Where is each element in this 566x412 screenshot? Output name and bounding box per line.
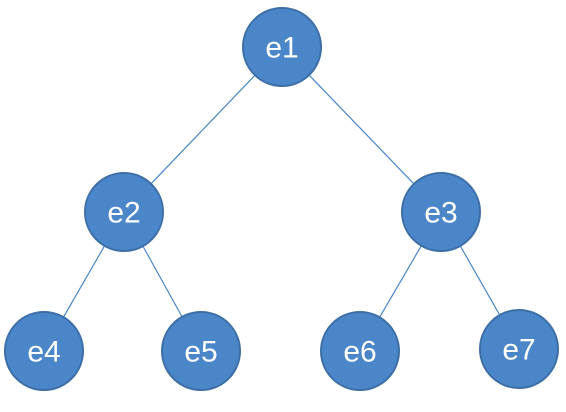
node-e3: e3 <box>401 172 481 252</box>
node-e2-label: e2 <box>107 197 140 230</box>
node-e3-circle <box>401 172 481 252</box>
tree-nodes: e1 e2 e3 e4 e5 e6 e7 <box>4 7 559 391</box>
node-e6: e6 <box>320 311 400 391</box>
edge-e1-e3 <box>308 74 415 185</box>
node-e5: e5 <box>161 311 241 391</box>
node-e4: e4 <box>4 311 84 391</box>
node-e6-label: e6 <box>343 336 376 369</box>
edge-e1-e2 <box>150 74 256 185</box>
node-e7: e7 <box>479 309 559 389</box>
node-e4-label: e4 <box>27 336 60 369</box>
node-e1: e1 <box>242 7 322 87</box>
node-e5-circle <box>161 311 241 391</box>
node-e3-label: e3 <box>424 197 457 230</box>
edge-e2-e5 <box>142 245 183 318</box>
edge-e3-e6 <box>379 245 422 318</box>
node-e7-label: e7 <box>502 334 535 367</box>
edge-e3-e7 <box>459 245 501 316</box>
node-e2-circle <box>84 172 164 252</box>
node-e2: e2 <box>84 172 164 252</box>
node-e6-circle <box>320 311 400 391</box>
node-e5-label: e5 <box>184 336 217 369</box>
tree-edges <box>62 74 501 318</box>
node-e4-circle <box>4 311 84 391</box>
node-e7-circle <box>479 309 559 389</box>
node-e1-label: e1 <box>265 32 298 65</box>
node-e1-circle <box>242 7 322 87</box>
edge-e2-e4 <box>62 245 106 318</box>
